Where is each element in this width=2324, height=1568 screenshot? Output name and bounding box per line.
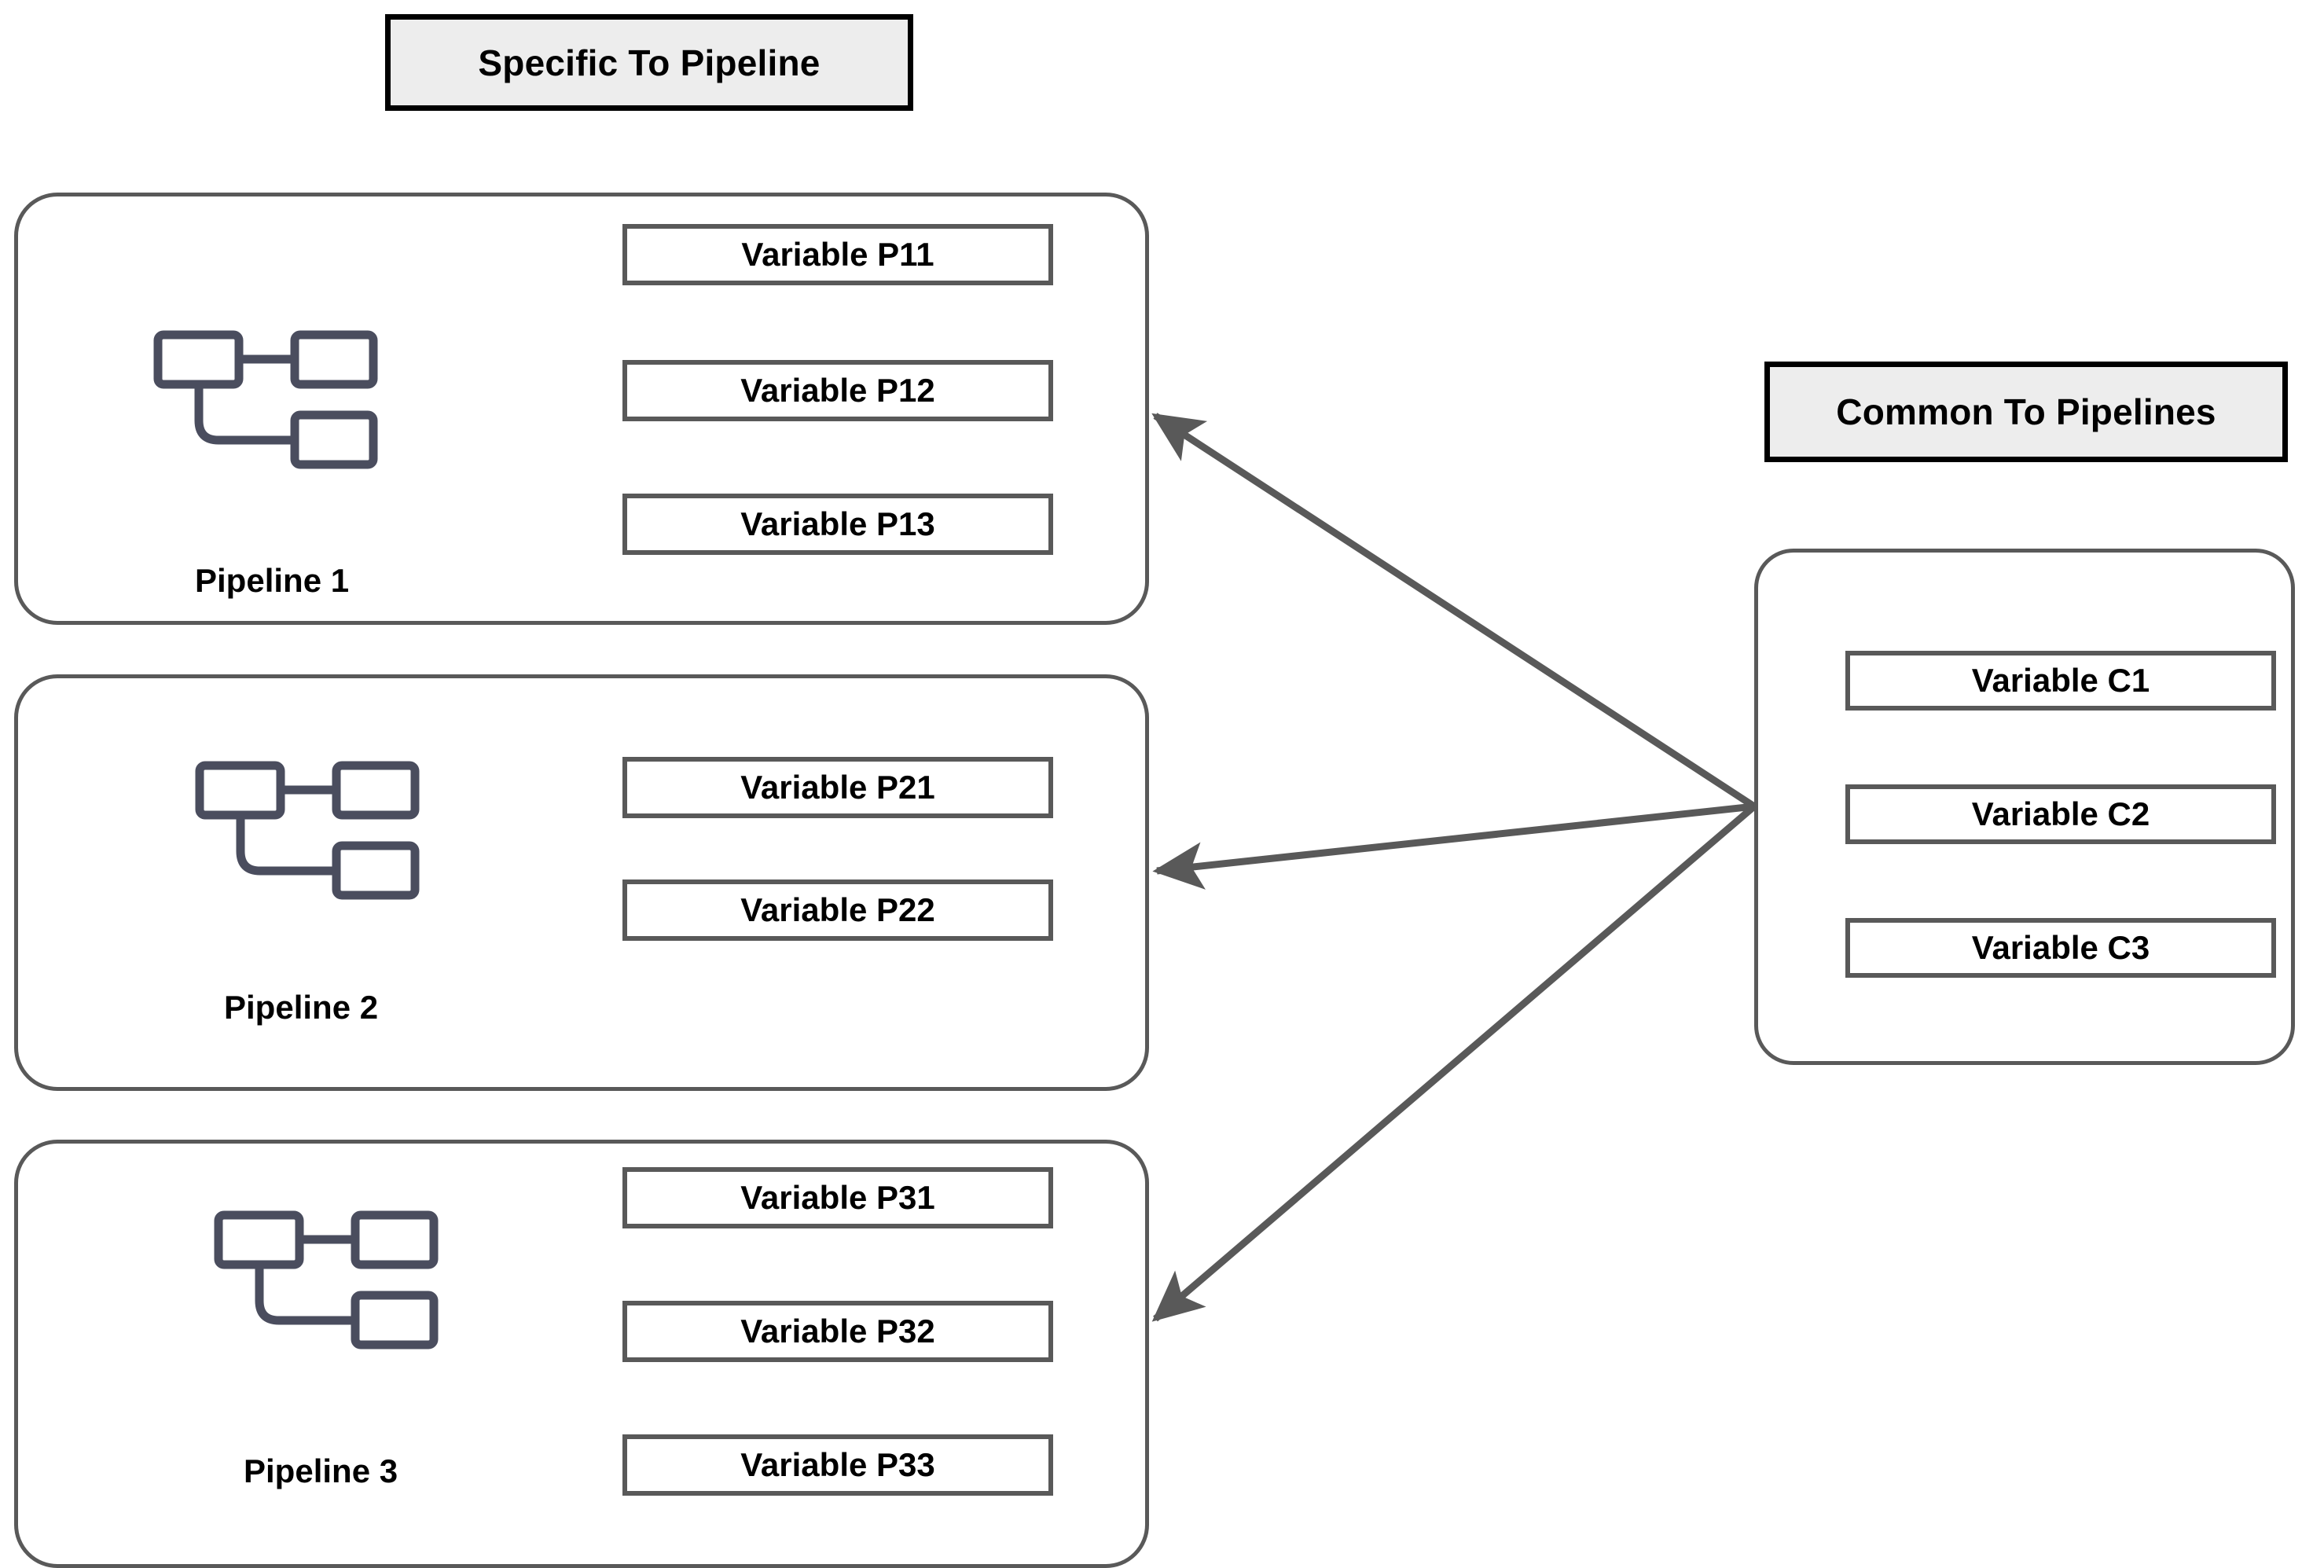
variable-box-p32[interactable]: Variable P32 [622,1301,1053,1362]
variable-box-p22[interactable]: Variable P22 [622,879,1053,941]
arrow-common-to-pipeline-2 [1152,802,1755,890]
variable-box-p13[interactable]: Variable P13 [622,494,1053,555]
pipeline-label-1: Pipeline 1 [195,562,350,599]
pipeline-label-3: Pipeline 3 [244,1452,398,1489]
arrow-common-to-pipeline-3 [1151,803,1757,1322]
variable-box-p31[interactable]: Variable P31 [622,1167,1053,1228]
section-header-common-to-pipelines: Common To Pipelines [1764,362,2288,462]
variable-box-c2[interactable]: Variable C2 [1845,784,2276,844]
section-header-specific-to-pipeline: Specific To Pipeline [385,14,913,111]
variable-box-p12[interactable]: Variable P12 [622,360,1053,421]
variable-box-p11[interactable]: Variable P11 [622,224,1053,285]
pipeline-label-2: Pipeline 2 [224,989,379,1026]
pipeline-nodes-icon [153,330,381,476]
variable-box-p21[interactable]: Variable P21 [622,757,1053,818]
variable-box-c1[interactable]: Variable C1 [1845,651,2276,711]
variable-box-c3[interactable]: Variable C3 [1845,918,2276,978]
arrow-common-to-pipeline-1 [1151,413,1757,810]
pipeline-nodes-icon [195,761,423,906]
variable-box-p33[interactable]: Variable P33 [622,1434,1053,1496]
pipeline-nodes-icon [214,1210,442,1356]
